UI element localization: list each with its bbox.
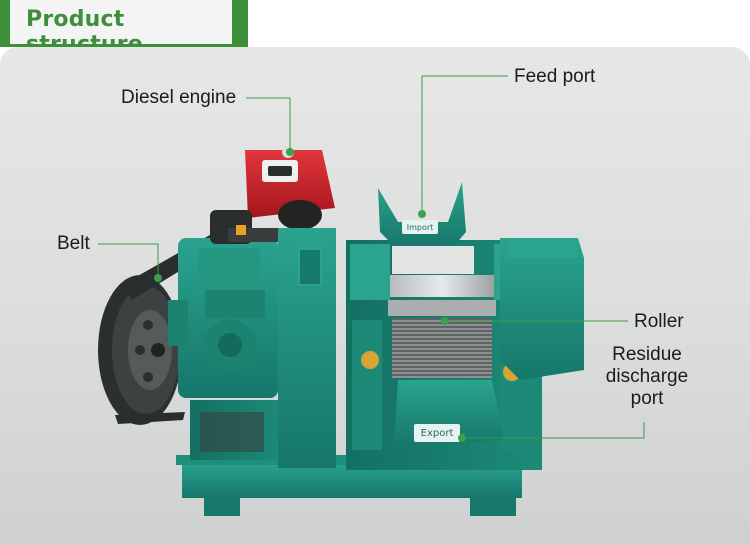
label-diesel-engine: Diesel engine: [121, 87, 237, 108]
side-housing-right: [500, 238, 584, 380]
label-residue-line2: discharge: [605, 366, 689, 387]
label-roller: Roller: [634, 311, 684, 332]
leader-belt: [98, 243, 159, 278]
belt-pulley: [98, 275, 182, 425]
header-accent-left: [0, 0, 10, 44]
label-feed-port: Feed port: [514, 66, 596, 87]
feed-hopper: [378, 182, 474, 274]
side-housing-left: [278, 228, 336, 468]
diesel-engine-body: [210, 146, 335, 244]
gearbox: [168, 238, 278, 398]
leader-lines: [98, 75, 645, 439]
discharge-chute: [394, 380, 504, 446]
leader-diesel-engine: [246, 97, 291, 152]
feed-plate-text: Import: [407, 223, 434, 232]
header-accent-right: [232, 0, 248, 44]
label-residue-line3: port: [630, 388, 664, 409]
leader-dots: [154, 148, 466, 442]
label-belt: Belt: [57, 233, 90, 254]
leader-residue-port: [462, 422, 645, 439]
label-residue-discharge-port: Residue discharge port: [596, 344, 698, 410]
roller: [388, 275, 496, 378]
label-residue-line1: Residue: [612, 344, 682, 365]
discharge-plate-text: Export: [421, 428, 454, 439]
leader-feed-port: [421, 75, 508, 214]
section-header: Product structure: [0, 0, 248, 57]
